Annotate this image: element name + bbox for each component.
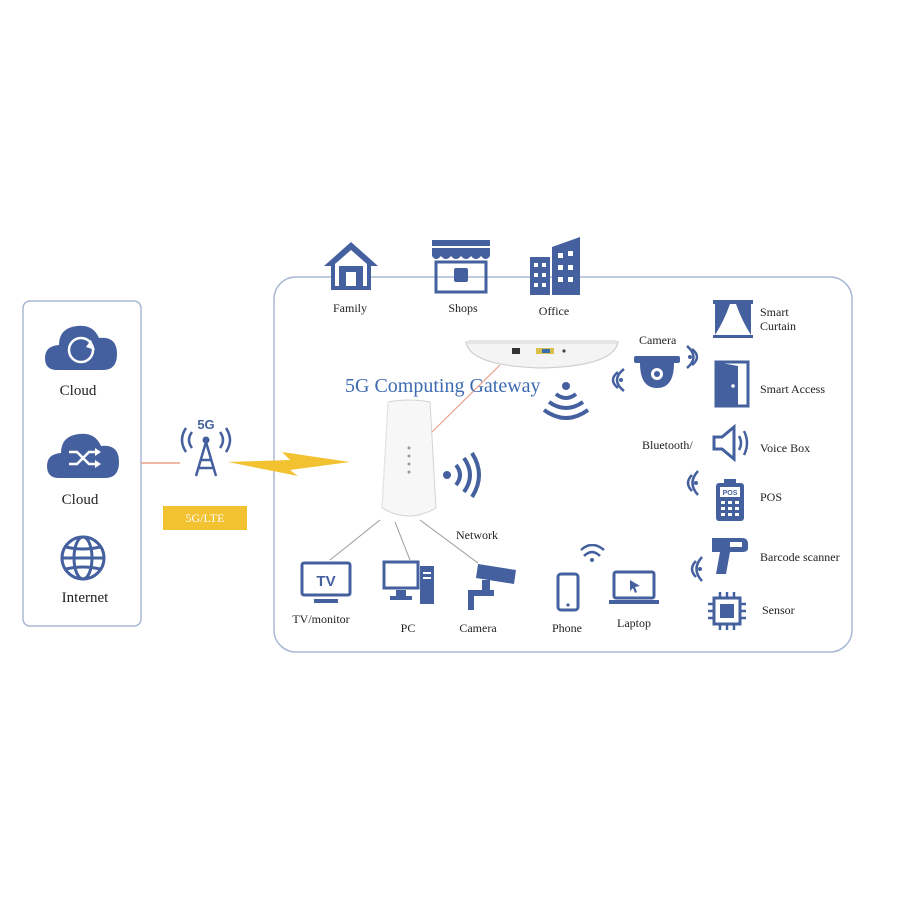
- internet-label: Internet: [61, 590, 109, 606]
- wifi-small-icon-3: [686, 470, 699, 496]
- wifi-small-icon-2: [686, 345, 699, 369]
- connector-gateway-tv: [329, 519, 381, 561]
- cloud-label-2: Cloud: [61, 492, 99, 508]
- pos-terminal-icon: POS: [716, 479, 744, 521]
- gateway-device: [381, 399, 437, 517]
- bluetooth-label: Bluetooth/: [642, 438, 693, 452]
- camera-bottom-label: Camera: [459, 621, 497, 635]
- speaker-icon: [712, 424, 749, 462]
- connector-gateway-ap: [431, 364, 501, 433]
- pos-screen-text: POS: [723, 490, 738, 497]
- sensor-label: Sensor: [762, 603, 795, 617]
- tv-icon: TV: [300, 561, 352, 603]
- gateway-title: 5G Computing Gateway: [345, 375, 541, 397]
- wifi-small-icon-4: [690, 556, 703, 582]
- dome-camera-icon: [634, 356, 680, 388]
- wifi-small-icon-5: [580, 544, 605, 562]
- curtain-icon: [713, 300, 753, 338]
- lightning-bolt: [228, 452, 350, 476]
- globe-icon: [60, 535, 106, 581]
- tv-screen-text: TV: [316, 573, 335, 590]
- smart-curtain-label: Smart Curtain: [760, 305, 796, 333]
- cloud-label-1: Cloud: [59, 383, 97, 399]
- barcode-scanner-icon: [712, 538, 748, 574]
- barcode-scanner-label: Barcode scanner: [760, 550, 840, 564]
- network-label: Network: [456, 528, 498, 542]
- access-point-device: [465, 340, 619, 369]
- wifi-small-icon-1: [611, 368, 625, 392]
- shop-icon: [432, 240, 490, 294]
- phone-icon: [556, 572, 580, 612]
- 5g-lte-tag: 5G/LTE: [163, 506, 247, 530]
- door-icon: [714, 360, 750, 408]
- wifi-signal-icon: [543, 382, 589, 420]
- wifi-waves-icon: [443, 452, 481, 498]
- tv-monitor-label: TV/monitor: [292, 612, 350, 626]
- office-label: Office: [538, 304, 570, 318]
- pc-icon: [382, 560, 434, 604]
- family-label: Family: [332, 301, 368, 315]
- cloud-sync-icon: [45, 325, 117, 370]
- laptop-icon: [609, 570, 659, 604]
- cell-tower-icon: 5G: [180, 417, 232, 477]
- pc-label: PC: [400, 621, 416, 635]
- connector-gateway-camera: [419, 519, 479, 564]
- phone-label: Phone: [552, 621, 582, 635]
- connector-gateway-pc: [394, 521, 411, 561]
- cloud-shuffle-icon: [47, 433, 119, 478]
- house-icon: [324, 242, 378, 290]
- cctv-camera-icon: [468, 564, 516, 610]
- shops-label: Shops: [448, 301, 478, 315]
- pos-label: POS: [760, 490, 783, 504]
- 5g-badge: 5G: [197, 417, 214, 432]
- camera-top-label: Camera: [639, 333, 677, 347]
- office-building-icon: [530, 237, 580, 295]
- smart-access-label: Smart Access: [760, 382, 825, 396]
- laptop-label: Laptop: [617, 616, 651, 630]
- voice-box-label: Voice Box: [760, 441, 811, 455]
- sensor-chip-icon: [708, 592, 746, 630]
